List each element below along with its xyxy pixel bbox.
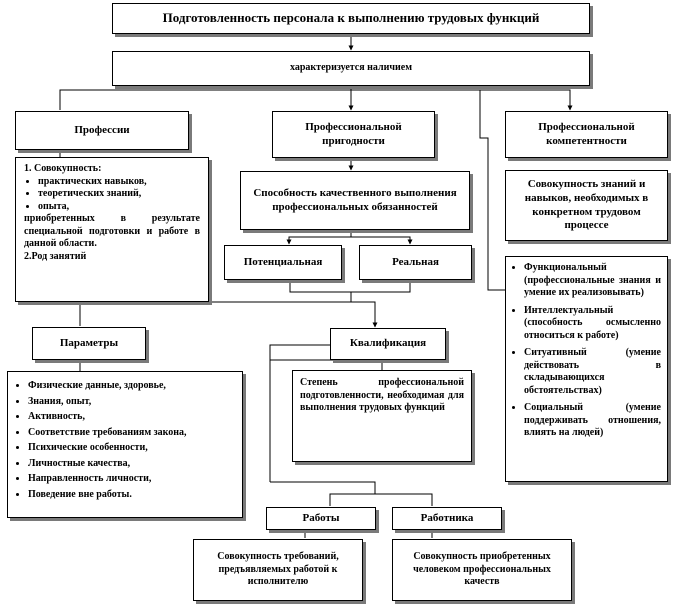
competence-types-list: Функциональный (профессиональные знания … — [512, 262, 661, 440]
competence-heading: Профессиональной компетентности — [538, 120, 635, 147]
ability-box: Способность качественного выполнения про… — [240, 171, 470, 230]
title-text: Подготовленность персонала к выполнению … — [162, 10, 540, 26]
professions-acquired-text: приобретенных в результате специальной п… — [24, 213, 200, 249]
professions-bullet-list: практических навыков, теоретических знан… — [24, 176, 200, 214]
real-box: Реальная — [359, 245, 472, 280]
parameters-heading: Параметры — [59, 336, 119, 349]
professions-item2: 2.Род занятий — [24, 250, 87, 262]
qualification-box: Квалификация — [330, 328, 446, 360]
parameter-item: Поведение вне работы. — [28, 487, 234, 503]
parameter-item: Знания, опыт, — [28, 394, 234, 410]
qualification-definition-box: Степень профессиональной подготовленност… — [292, 370, 472, 462]
parameters-list: Физические данные, здоровье, Знания, опы… — [14, 378, 234, 502]
worker-definition-box: Совокупность приобретенных человеком про… — [392, 539, 572, 601]
professions-bullet: теоретических знаний, — [38, 188, 200, 201]
parameter-item: Соответствие требованиям закона, — [28, 425, 234, 441]
professions-box: Профессии — [15, 111, 189, 150]
work-definition: Совокупность требований, предъявляемых р… — [217, 551, 339, 588]
competence-box: Профессиональной компетентности — [505, 111, 668, 158]
professions-details-box: 1. Совокупность: практических навыков, т… — [15, 157, 209, 302]
parameters-list-box: Физические данные, здоровье, Знания, опы… — [7, 371, 243, 518]
ability-text: Способность качественного выполнения про… — [253, 186, 457, 213]
professions-bullet: опыта, — [38, 201, 200, 214]
competence-types-box: Функциональный (профессиональные знания … — [505, 256, 668, 482]
work-definition-box: Совокупность требований, предъявляемых р… — [193, 539, 363, 601]
qualification-definition: Степень профессиональной подготовленност… — [300, 377, 464, 413]
competence-type: Социальный (умение поддерживать отношени… — [524, 402, 661, 440]
real-text: Реальная — [392, 255, 439, 268]
professions-heading: Профессии — [74, 123, 130, 136]
competence-type: Ситуативный (умение действовать в склады… — [524, 347, 661, 397]
suitability-box: Профессиональной пригодности — [272, 111, 435, 158]
worker-definition: Совокупность приобретенных человеком про… — [413, 551, 551, 588]
parameter-item: Физические данные, здоровье, — [28, 378, 234, 394]
worker-text: Работника — [420, 511, 474, 524]
parameter-item: Активность, — [28, 409, 234, 425]
title-box: Подготовленность персонала к выполнению … — [112, 3, 590, 34]
characterized-text: характеризуется наличием — [289, 62, 413, 74]
competence-type: Интеллектуальный (способность осмысленно… — [524, 305, 661, 343]
potential-box: Потенциальная — [224, 245, 342, 280]
parameter-item: Психические особенности, — [28, 440, 234, 456]
characterized-box: характеризуется наличием — [112, 51, 590, 86]
competence-definition-box: Совокупность знаний и навыков, необходим… — [505, 170, 668, 241]
work-text: Работы — [302, 511, 340, 524]
professions-item1-title: 1. Совокупность: — [24, 163, 102, 174]
work-box: Работы — [266, 507, 376, 530]
parameters-box: Параметры — [32, 327, 146, 360]
parameter-item: Направленность личности, — [28, 471, 234, 487]
worker-box: Работника — [392, 507, 502, 530]
competence-definition: Совокупность знаний и навыков, необходим… — [524, 178, 649, 232]
qualification-heading: Квалификация — [349, 337, 427, 350]
suitability-heading: Профессиональной пригодности — [305, 120, 402, 147]
potential-text: Потенциальная — [243, 255, 323, 268]
professions-bullet: практических навыков, — [38, 176, 200, 189]
parameter-item: Личностные качества, — [28, 456, 234, 472]
competence-type: Функциональный (профессиональные знания … — [524, 262, 661, 300]
